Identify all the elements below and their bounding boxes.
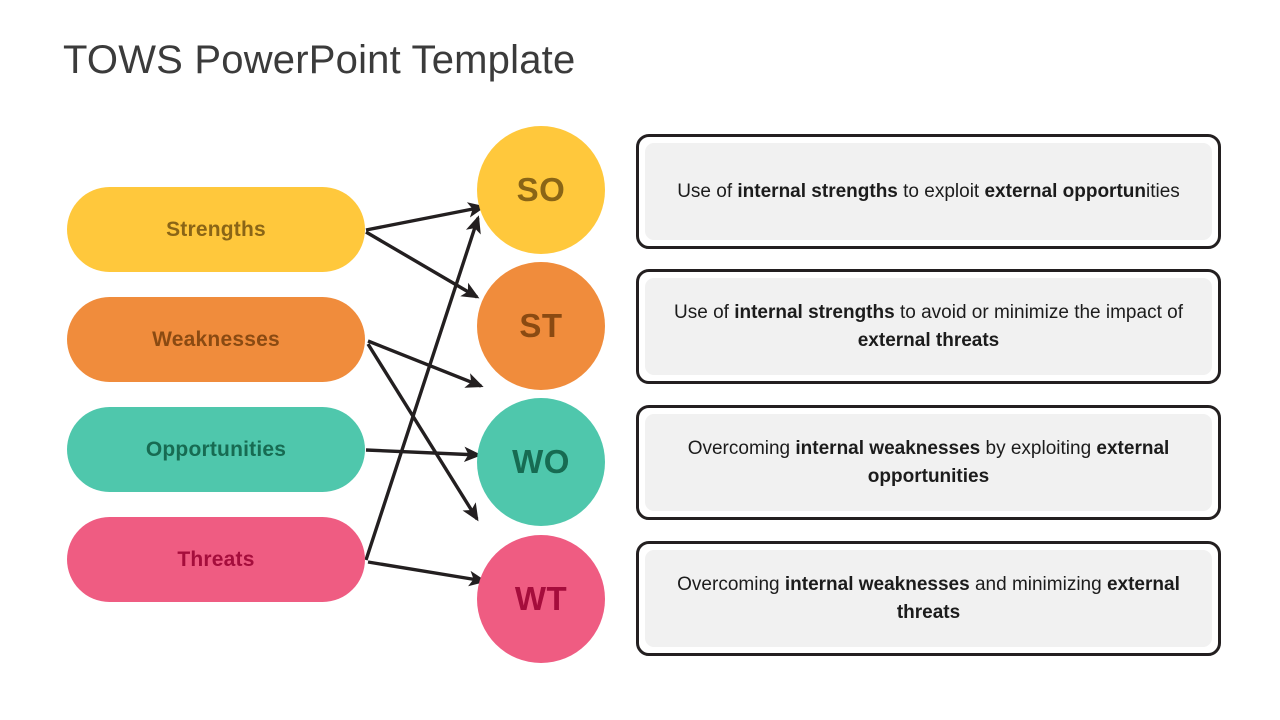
weaknesses-to-wt (366, 343, 479, 522)
factor-pill-label: Opportunities (145, 437, 287, 461)
factor-pill-label: Threats (177, 547, 255, 571)
description-box-wt[interactable]: Overcoming internal weaknesses and minim… (636, 541, 1221, 656)
factor-pill-opportunities[interactable]: Opportunities (67, 407, 365, 492)
description-text: Use of internal strengths to avoid or mi… (674, 301, 1183, 351)
description-text: Use of internal strengths to exploit ext… (677, 180, 1180, 202)
strengths-to-st (365, 230, 480, 299)
factor-pill-weaknesses[interactable]: Weaknesses (67, 297, 365, 382)
strategy-circle-label: SO (516, 171, 566, 208)
strategy-circle-wt[interactable]: WT (477, 535, 605, 663)
description-text: Overcoming internal weaknesses by exploi… (687, 437, 1170, 487)
strategy-circle-label: WO (512, 443, 570, 480)
threats-to-so (364, 215, 481, 561)
description-inner: Overcoming internal weaknesses by exploi… (645, 414, 1212, 511)
strategy-circle-wo[interactable]: WO (477, 398, 605, 526)
strategy-circle-label: ST (519, 307, 563, 344)
factor-pill-threats[interactable]: Threats (67, 517, 365, 602)
weaknesses-to-wo (367, 339, 484, 388)
strategy-circle-st[interactable]: ST (477, 262, 605, 390)
description-inner: Use of internal strengths to exploit ext… (645, 143, 1212, 240)
description-inner: Use of internal strengths to avoid or mi… (645, 278, 1212, 375)
threats-to-wt (367, 560, 487, 587)
opportunities-to-wo (365, 446, 482, 463)
description-box-st[interactable]: Use of internal strengths to avoid or mi… (636, 269, 1221, 384)
strengths-to-so (365, 202, 486, 232)
strategy-circle-so[interactable]: SO (477, 126, 605, 254)
description-inner: Overcoming internal weaknesses and minim… (645, 550, 1212, 647)
strategy-circle-label: WT (514, 580, 568, 617)
description-text: Overcoming internal weaknesses and minim… (677, 573, 1180, 623)
description-box-so[interactable]: Use of internal strengths to exploit ext… (636, 134, 1221, 249)
factor-pill-label: Weaknesses (152, 327, 280, 351)
page-title: TOWS PowerPoint Template (63, 38, 576, 82)
description-box-wo[interactable]: Overcoming internal weaknesses by exploi… (636, 405, 1221, 520)
factor-pill-label: Strengths (166, 217, 266, 241)
factor-pill-strengths[interactable]: Strengths (67, 187, 365, 272)
